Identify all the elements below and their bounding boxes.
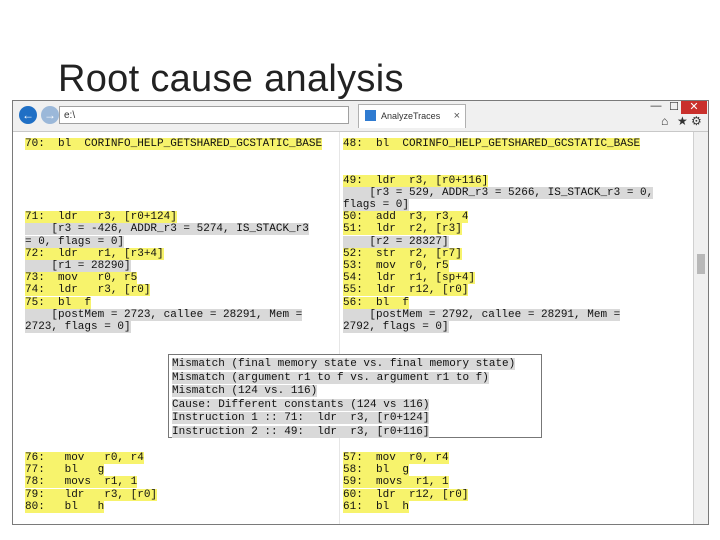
code-line: 2792, flags = 0] (343, 321, 449, 334)
code-line: 58: bl g (343, 464, 410, 477)
code-line: 80: bl h (25, 500, 105, 513)
code-line: 73: mov r0, r5 (25, 272, 138, 285)
right-trace: 48: bl CORINFO_HELP_GETSHARED_GCSTATIC_B… (343, 138, 654, 334)
code-line: 54: ldr r1, [sp+4] (343, 272, 476, 285)
scrollbar-thumb[interactable] (697, 254, 705, 274)
column-divider (339, 132, 340, 524)
code-line: 75: bl f (25, 296, 92, 309)
minimize-icon[interactable]: — (650, 100, 662, 112)
gear-icon[interactable]: ⚙ (691, 114, 702, 128)
code-line: [postMem = 2723, callee = 28291, Mem = (25, 308, 303, 321)
slide-title: Root cause analysis (58, 58, 404, 100)
code-line: 61: bl h (343, 500, 410, 513)
browser-titlebar: ← → e:\ AnalyzeTraces × — ☐ ✕ ⌂ ★ ⚙ (13, 101, 708, 132)
code-line: [r1 = 28290] (25, 260, 131, 273)
code-line: 50: add r3, r3, 4 (343, 211, 469, 224)
code-line: flags = 0] (343, 199, 410, 212)
code-line: 53: mov r0, r5 (343, 260, 449, 273)
forward-arrow-icon[interactable]: → (41, 106, 59, 124)
code-line: 55: ldr r12, [r0] (343, 284, 469, 297)
code-line: 57: mov r0, r4 (343, 452, 449, 464)
close-icon[interactable]: ✕ (681, 101, 707, 114)
code-line: [r3 = 529, ADDR_r3 = 5266, IS_STACK_r3 =… (343, 186, 654, 199)
right-trace-continued: 57: mov r0, r4 58: bl g 59: movs r1, 1 6… (343, 452, 469, 513)
code-line: 59: movs r1, 1 (343, 476, 449, 489)
left-trace-continued: 76: mov r0, r4 77: bl g 78: movs r1, 1 7… (25, 452, 158, 513)
code-line: [r2 = 28327] (343, 235, 449, 248)
code-line: 49: ldr r3, [r0+116] (343, 174, 489, 187)
code-line: 78: movs r1, 1 (25, 476, 138, 489)
code-line: 79: ldr r3, [r0] (25, 488, 158, 501)
mismatch-line: Mismatch (final memory state vs. final m… (172, 358, 516, 370)
code-line: 56: bl f (343, 296, 410, 309)
address-bar[interactable]: e:\ (59, 106, 349, 124)
code-line: 52: str r2, [r7] (343, 247, 462, 260)
code-line: 74: ldr r3, [r0] (25, 284, 151, 297)
code-line: 77: bl g (25, 464, 105, 477)
home-icon[interactable]: ⌂ (661, 114, 669, 128)
code-line: [postMem = 2792, callee = 28291, Mem = (343, 308, 621, 321)
code-line: 2723, flags = 0] (25, 321, 131, 334)
code-line: = 0, flags = 0] (25, 235, 125, 248)
back-arrow-icon[interactable]: ← (19, 106, 37, 124)
code-line: 76: mov r0, r4 (25, 452, 144, 464)
tab-close-icon[interactable]: × (453, 110, 460, 122)
tab-analyzetraces[interactable]: AnalyzeTraces × (358, 104, 466, 128)
mismatch-line: Instruction 2 :: 49: ldr r3, [r0+116] (172, 425, 430, 438)
browser-window: ← → e:\ AnalyzeTraces × — ☐ ✕ ⌂ ★ ⚙ 70: … (12, 100, 709, 525)
page-icon (365, 110, 376, 121)
mismatch-line: Mismatch (argument r1 to f vs. argument … (172, 371, 489, 384)
page-content: 70: bl CORINFO_HELP_GETSHARED_GCSTATIC_B… (13, 132, 693, 524)
tab-title: AnalyzeTraces (381, 111, 441, 121)
code-line: 70: bl CORINFO_HELP_GETSHARED_GCSTATIC_B… (25, 138, 323, 150)
left-trace: 70: bl CORINFO_HELP_GETSHARED_GCSTATIC_B… (25, 138, 323, 334)
mismatch-line: Instruction 1 :: 71: ldr r3, [r0+124] (172, 412, 430, 424)
code-line: 48: bl CORINFO_HELP_GETSHARED_GCSTATIC_B… (343, 138, 641, 150)
mismatch-text: Mismatch (final memory state vs. final m… (172, 358, 516, 439)
code-line: 71: ldr r3, [r0+124] (25, 211, 177, 224)
mismatch-report: Mismatch (final memory state vs. final m… (168, 354, 542, 438)
code-line: [r3 = -426, ADDR_r3 = 5274, IS_STACK_r3 (25, 223, 309, 236)
code-line: 72: ldr r1, [r3+4] (25, 247, 164, 260)
code-line: 51: ldr r2, [r3] (343, 223, 462, 236)
mismatch-line: Mismatch (124 vs. 116) (172, 385, 318, 397)
code-line: 60: ldr r12, [r0] (343, 488, 469, 501)
mismatch-line: Cause: Different constants (124 vs 116) (172, 398, 430, 411)
maximize-icon[interactable]: ☐ (669, 101, 679, 113)
vertical-scrollbar[interactable] (693, 132, 708, 524)
favorites-star-icon[interactable]: ★ (677, 114, 688, 128)
